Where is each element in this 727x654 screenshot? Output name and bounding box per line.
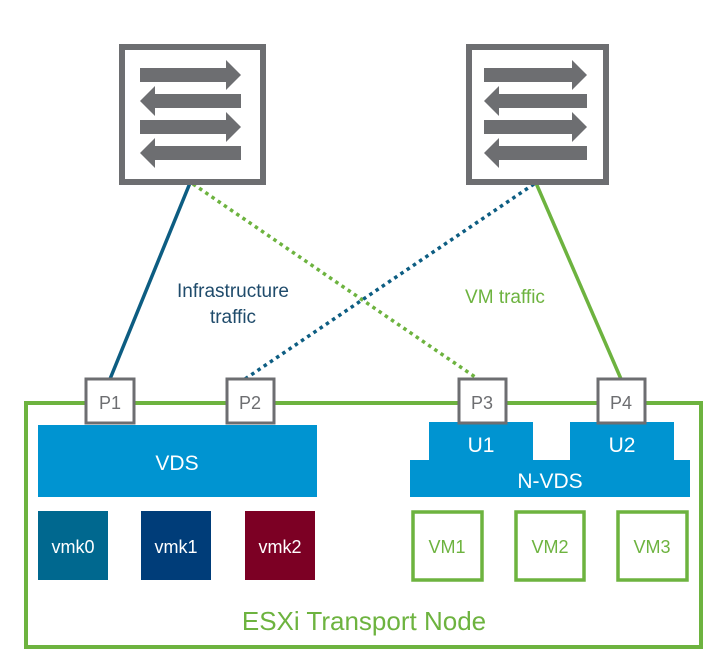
port-p3: P3 — [457, 377, 508, 425]
port-p2: P2 — [225, 377, 276, 425]
uplink-u1-label: U1 — [468, 434, 495, 457]
vds-switch: VDS — [38, 425, 317, 497]
nvds-switch: U1 U2 N-VDS — [410, 422, 690, 497]
port-p1: P1 — [84, 377, 136, 425]
vm-traffic-label: VM traffic — [465, 287, 545, 308]
vm1-box: VM1 — [411, 510, 484, 582]
link-switch1-p1-infra-solid — [108, 182, 192, 380]
vm3-label: VM3 — [633, 537, 670, 557]
physical-switch-1 — [119, 44, 266, 185]
vm2-label: VM2 — [531, 537, 568, 557]
link-switch1-p3-vm-dotted — [192, 182, 479, 381]
uplink-u2-label: U2 — [609, 434, 636, 457]
vds-label: VDS — [155, 452, 198, 475]
switch-arrows-icon — [484, 60, 587, 168]
nvds-label: N-VDS — [517, 470, 582, 493]
vm1-label: VM1 — [428, 537, 465, 557]
infrastructure-traffic-label-line1: Infrastructure — [177, 281, 289, 302]
port-p1-label: P1 — [99, 393, 121, 413]
port-p4: P4 — [596, 377, 647, 425]
port-p2-label: P2 — [239, 393, 261, 413]
infrastructure-traffic-label-line2: traffic — [210, 307, 256, 328]
uplink-u2: U2 — [570, 422, 674, 462]
vm3-box: VM3 — [616, 510, 689, 582]
vmk2-adapter: vmk2 — [245, 511, 315, 580]
esxi-transport-node-label: ESXi Transport Node — [242, 606, 486, 636]
vm2-box: VM2 — [514, 510, 586, 582]
vmk1-adapter: vmk1 — [141, 511, 211, 580]
port-p3-label: P3 — [471, 393, 493, 413]
port-p4-label: P4 — [610, 393, 632, 413]
vmk2-label: vmk2 — [258, 537, 301, 557]
link-switch2-p4-vm-solid — [534, 182, 623, 380]
vmk0-label: vmk0 — [51, 537, 94, 557]
vmk0-adapter: vmk0 — [38, 511, 108, 580]
switch-arrows-icon — [140, 60, 241, 168]
link-switch2-p2-infra-dotted — [244, 182, 535, 381]
physical-switch-2 — [466, 44, 609, 185]
vmk1-label: vmk1 — [154, 537, 197, 557]
uplink-u1: U1 — [429, 422, 533, 462]
